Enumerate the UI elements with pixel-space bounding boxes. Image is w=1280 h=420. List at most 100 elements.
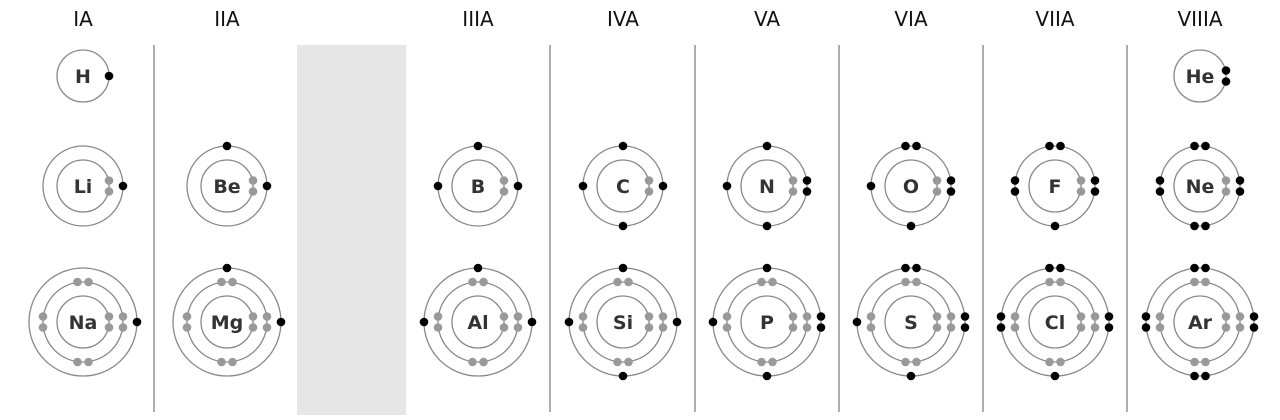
- electron: [613, 357, 622, 367]
- electron: [788, 176, 798, 185]
- electron: [1090, 312, 1100, 321]
- electron: [419, 317, 429, 327]
- electron: [1235, 323, 1245, 332]
- electron: [1235, 312, 1245, 321]
- electron: [672, 317, 682, 327]
- electron: [996, 323, 1006, 332]
- electron: [932, 312, 942, 321]
- electron-shell: [740, 295, 794, 349]
- atom-al: Al: [419, 263, 537, 377]
- electron: [84, 277, 93, 287]
- electron: [104, 312, 114, 321]
- electron: [1056, 357, 1065, 367]
- electron: [644, 312, 654, 321]
- electron: [578, 312, 588, 321]
- electron: [578, 181, 588, 191]
- electron: [1141, 312, 1151, 321]
- element-symbol: Al: [467, 312, 488, 334]
- electron-shell: [437, 281, 519, 363]
- electron: [1201, 371, 1210, 381]
- electron: [1221, 66, 1231, 75]
- electron: [658, 181, 668, 191]
- electron: [624, 357, 633, 367]
- electron: [757, 277, 766, 287]
- electron: [618, 263, 628, 273]
- electron: [757, 357, 766, 367]
- electron-shell: [596, 159, 650, 213]
- electron: [433, 312, 443, 321]
- electron: [762, 141, 772, 151]
- electron: [433, 181, 443, 191]
- element-symbol: Mg: [211, 312, 244, 334]
- electron: [1056, 141, 1065, 151]
- electron: [1045, 277, 1054, 287]
- electron: [960, 323, 970, 332]
- electron: [658, 323, 668, 332]
- electron-shell: [870, 281, 952, 363]
- electron: [1050, 371, 1060, 381]
- electron: [262, 323, 272, 332]
- electron-shell: [56, 159, 110, 213]
- atom-b: B: [433, 141, 523, 227]
- electron-shell: [1145, 267, 1255, 377]
- electron: [1090, 176, 1100, 185]
- electron: [788, 323, 798, 332]
- electron-shell: [186, 281, 268, 363]
- electron: [248, 176, 258, 185]
- electron: [527, 317, 537, 327]
- electron-shell: [1028, 159, 1082, 213]
- group-label-viiia: VIIIA: [1177, 7, 1222, 31]
- electron: [182, 312, 192, 321]
- electron: [1201, 357, 1210, 367]
- electron: [946, 187, 956, 196]
- electron: [901, 277, 910, 287]
- electron: [1010, 312, 1020, 321]
- atom-f: F: [1010, 141, 1100, 231]
- electron: [276, 317, 286, 327]
- electron: [1221, 77, 1231, 86]
- electron: [866, 312, 876, 321]
- electron: [228, 277, 237, 287]
- atom-li: Li: [42, 145, 128, 227]
- element-symbol: Na: [69, 312, 98, 334]
- electron: [1104, 323, 1114, 332]
- electron: [1190, 277, 1199, 287]
- electron: [1155, 176, 1165, 185]
- electron: [228, 357, 237, 367]
- electron: [1190, 221, 1199, 231]
- element-symbol: Ar: [1188, 312, 1213, 334]
- element-symbol: Be: [213, 176, 240, 198]
- electron: [1104, 312, 1114, 321]
- element-symbol: Cl: [1045, 312, 1065, 334]
- electron: [132, 317, 142, 327]
- electron: [84, 357, 93, 367]
- atom-he: He: [1173, 49, 1231, 103]
- group-label-iia: IIA: [214, 7, 240, 31]
- electron: [217, 357, 226, 367]
- transition-gap-panel: [297, 45, 406, 415]
- electron: [1090, 323, 1100, 332]
- electron: [722, 312, 732, 321]
- electron: [802, 323, 812, 332]
- electron: [788, 187, 798, 196]
- electron: [762, 263, 772, 273]
- electron: [788, 312, 798, 321]
- electron: [901, 263, 910, 273]
- electron: [513, 312, 523, 321]
- electron: [248, 187, 258, 196]
- electron: [1076, 187, 1086, 196]
- electron: [901, 357, 910, 367]
- electron: [960, 312, 970, 321]
- electron: [618, 371, 628, 381]
- atom-n: N: [722, 141, 812, 231]
- electron: [473, 141, 483, 151]
- electron: [906, 221, 916, 231]
- electron: [1141, 323, 1151, 332]
- electron: [866, 181, 876, 191]
- electron: [946, 312, 956, 321]
- electron: [217, 277, 226, 287]
- electron: [1221, 312, 1231, 321]
- element-symbol: P: [760, 312, 774, 334]
- electron: [222, 263, 232, 273]
